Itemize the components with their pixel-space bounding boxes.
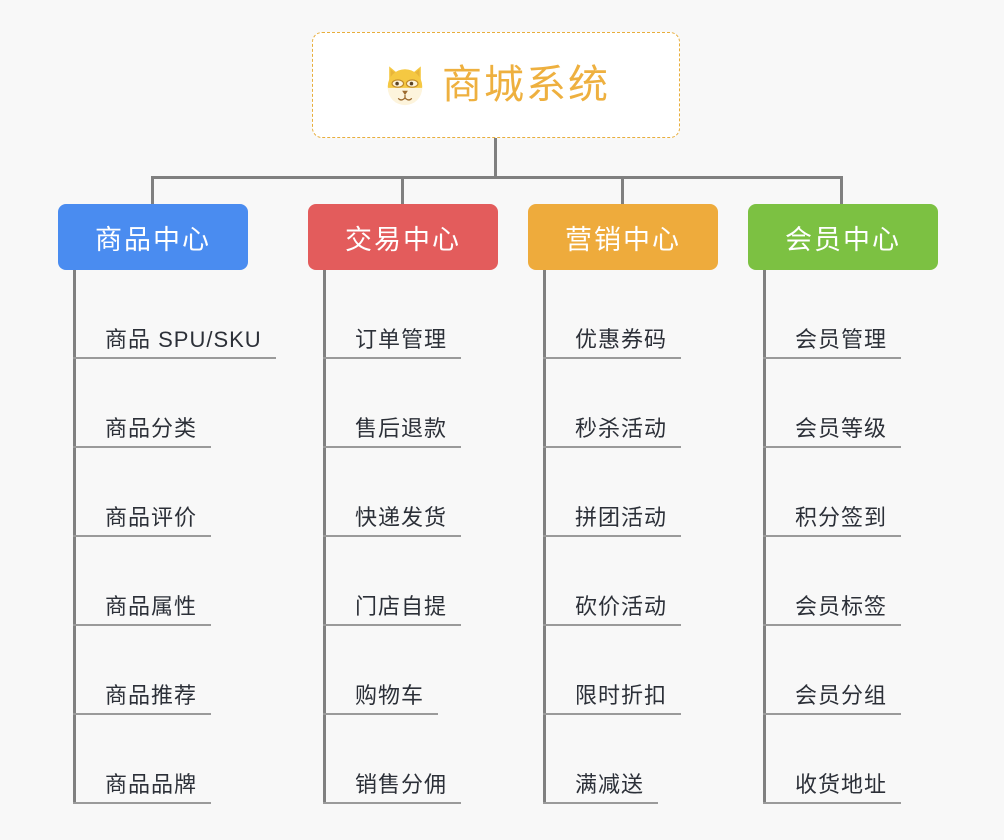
leaf-label: 限时折扣 [575,682,668,708]
leaf-label: 商品评价 [105,504,198,530]
list-item[interactable]: 收货地址 [763,715,968,804]
leaf-list-product: 商品 SPU/SKU 商品分类 商品评价 商品属性 商品推荐 商品品牌 [73,270,278,804]
branch-bus-line [152,176,842,179]
branch-drop-line-2 [401,176,404,206]
branch-header-member[interactable]: 会员中心 [748,204,938,270]
leaf-label: 会员管理 [795,326,888,352]
list-item[interactable]: 满减送 [543,715,748,804]
branch-drop-line-4 [840,176,843,206]
branch-column-marketing: 营销中心 优惠券码 秒杀活动 拼团活动 砍价活动 限时折扣 满减送 [528,204,748,804]
leaf-list-trade: 订单管理 售后退款 快递发货 门店自提 购物车 销售分佣 [323,270,528,804]
list-item[interactable]: 快递发货 [323,448,528,537]
branch-header-marketing[interactable]: 营销中心 [528,204,718,270]
root-label: 商城系统 [442,63,610,107]
list-item[interactable]: 商品推荐 [73,626,278,715]
list-item[interactable]: 优惠券码 [543,270,748,359]
leaf-label: 满减送 [575,771,645,797]
root-node[interactable]: 商城系统 [312,32,680,138]
branch-header-trade[interactable]: 交易中心 [308,204,498,270]
leaf-label: 会员标签 [795,593,888,619]
list-item[interactable]: 限时折扣 [543,626,748,715]
leaf-label: 销售分佣 [355,771,448,797]
branch-drop-line-1 [151,176,154,206]
list-item[interactable]: 积分签到 [763,448,968,537]
leaf-label: 快递发货 [355,504,448,530]
branch-column-member: 会员中心 会员管理 会员等级 积分签到 会员标签 会员分组 收货地址 [748,204,968,804]
branch-header-product[interactable]: 商品中心 [58,204,248,270]
branch-title: 营销中心 [565,224,681,255]
leaf-label: 购物车 [355,682,425,708]
leaf-label: 积分签到 [795,504,888,530]
leaf-label: 商品 SPU/SKU [105,326,262,352]
root-stem-line [494,138,497,178]
leaf-label: 门店自提 [355,593,448,619]
list-item[interactable]: 商品评价 [73,448,278,537]
list-item[interactable]: 购物车 [323,626,528,715]
leaf-label: 商品属性 [105,593,198,619]
list-item[interactable]: 商品属性 [73,537,278,626]
leaf-label: 商品品牌 [105,771,198,797]
leaf-label: 优惠券码 [575,326,668,352]
branch-drop-line-3 [621,176,624,206]
leaf-label: 拼团活动 [575,504,668,530]
branch-column-trade: 交易中心 订单管理 售后退款 快递发货 门店自提 购物车 销售分佣 [308,204,528,804]
leaf-label: 会员分组 [795,682,888,708]
list-item[interactable]: 会员等级 [763,359,968,448]
list-item[interactable]: 订单管理 [323,270,528,359]
leaf-label: 订单管理 [355,326,448,352]
list-item[interactable]: 商品品牌 [73,715,278,804]
leaf-label: 售后退款 [355,415,448,441]
list-item[interactable]: 会员管理 [763,270,968,359]
leaf-label: 收货地址 [795,771,888,797]
shiba-inu-face-icon [387,66,423,106]
list-item[interactable]: 销售分佣 [323,715,528,804]
list-item[interactable]: 售后退款 [323,359,528,448]
list-item[interactable]: 会员分组 [763,626,968,715]
list-item[interactable]: 商品分类 [73,359,278,448]
branch-title: 交易中心 [345,224,461,255]
branch-title: 会员中心 [785,224,901,255]
list-item[interactable]: 秒杀活动 [543,359,748,448]
list-item[interactable]: 会员标签 [763,537,968,626]
leaf-label: 秒杀活动 [575,415,668,441]
list-item[interactable]: 砍价活动 [543,537,748,626]
leaf-list-member: 会员管理 会员等级 积分签到 会员标签 会员分组 收货地址 [763,270,968,804]
list-item[interactable]: 拼团活动 [543,448,748,537]
leaf-list-marketing: 优惠券码 秒杀活动 拼团活动 砍价活动 限时折扣 满减送 [543,270,748,804]
leaf-label: 商品推荐 [105,682,198,708]
leaf-label: 砍价活动 [575,593,668,619]
leaf-label: 商品分类 [105,415,198,441]
branch-column-product: 商品中心 商品 SPU/SKU 商品分类 商品评价 商品属性 商品推荐 商品品牌 [58,204,278,804]
branch-title: 商品中心 [95,224,211,255]
list-item[interactable]: 商品 SPU/SKU [73,270,278,359]
list-item[interactable]: 门店自提 [323,537,528,626]
leaf-label: 会员等级 [795,415,888,441]
